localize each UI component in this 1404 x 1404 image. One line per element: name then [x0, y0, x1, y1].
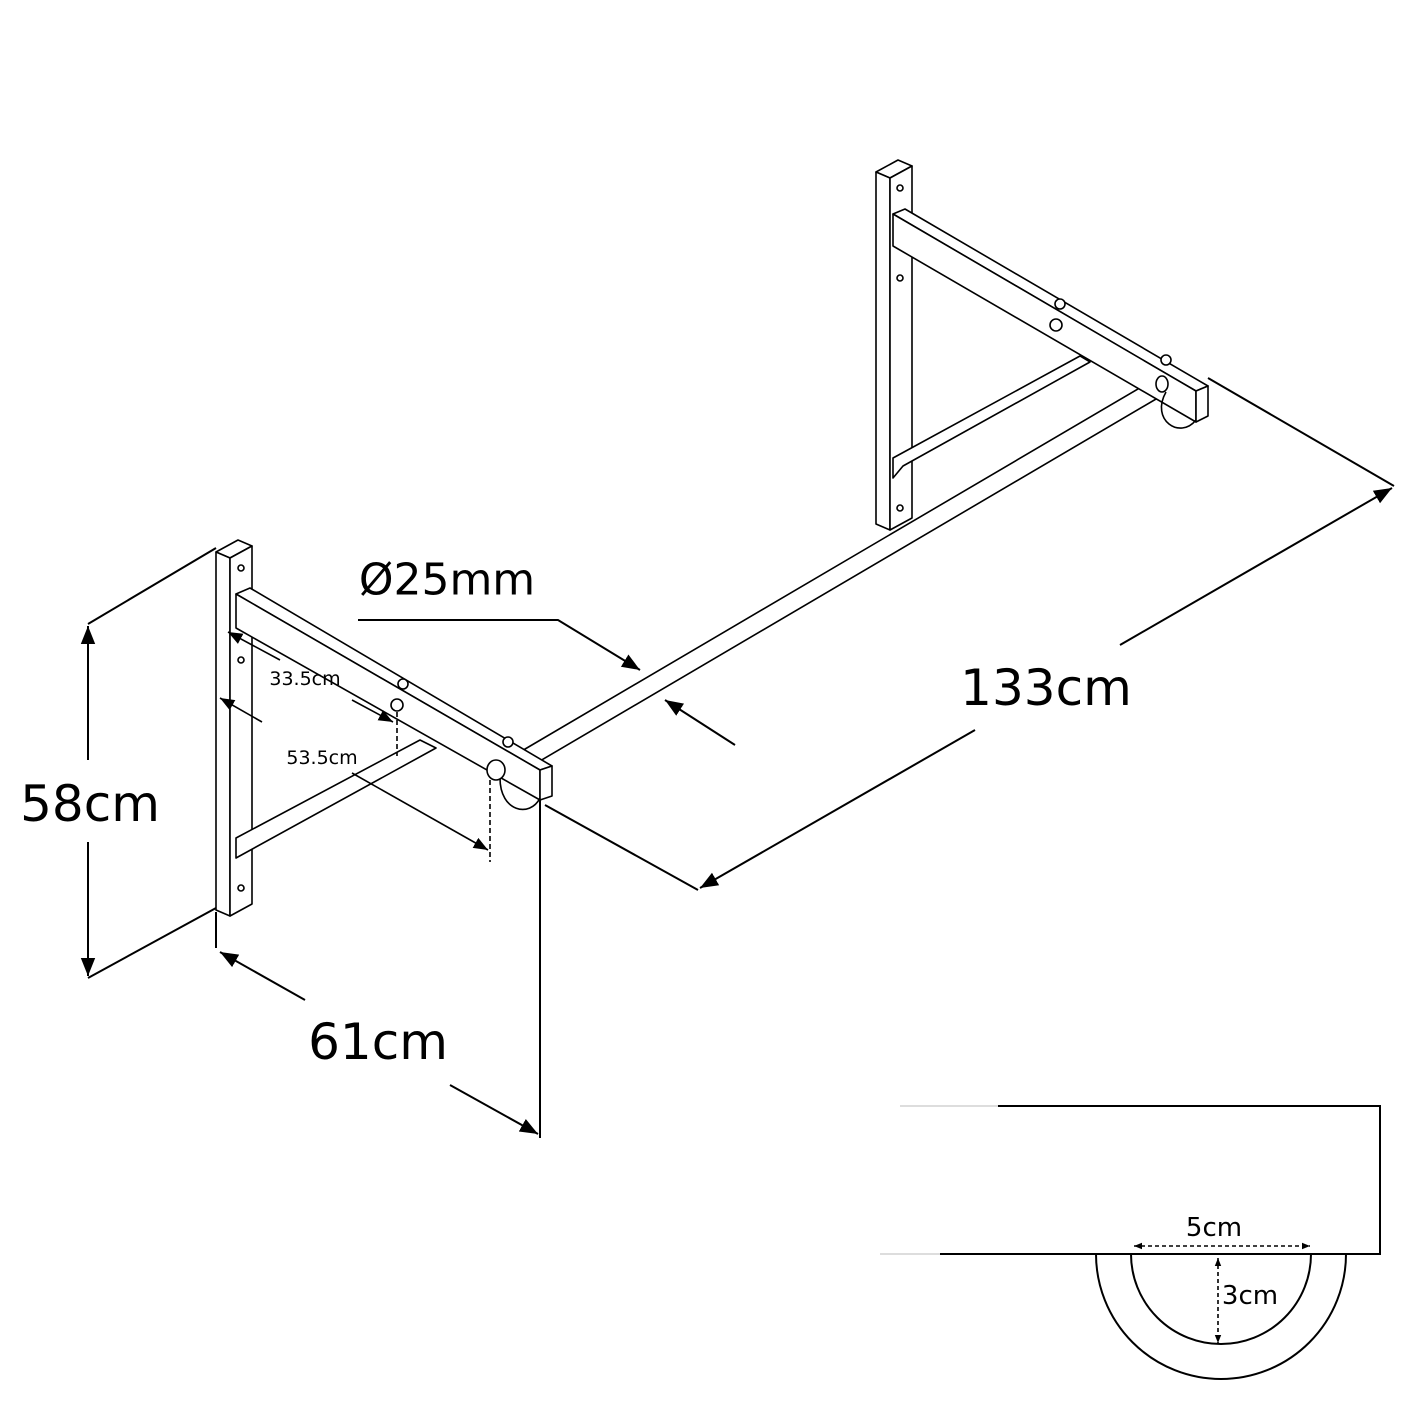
diameter-label: Ø25mm: [358, 554, 536, 606]
depth-label: 61cm: [308, 1013, 448, 1071]
hook-depth-label: 3cm: [1221, 1281, 1279, 1311]
height-label: 58cm: [20, 775, 160, 833]
diameter-dimension: [358, 619, 736, 746]
bar-distance-label: 53.5cm: [286, 747, 358, 769]
length-label: 133cm: [960, 659, 1132, 717]
left-bracket: [215, 539, 553, 917]
depth-dimension: [215, 800, 541, 1138]
hook-width-label: 5cm: [1185, 1213, 1243, 1243]
length-dimension: [544, 377, 1395, 891]
right-bracket: [875, 159, 1209, 531]
hole-distance-label: 33.5cm: [269, 668, 341, 690]
hole-distance-dimension: [227, 631, 398, 756]
bar-distance-dimension: [219, 697, 491, 862]
height-dimension: [80, 547, 217, 979]
hook-detail-inset: [880, 1105, 1381, 1380]
